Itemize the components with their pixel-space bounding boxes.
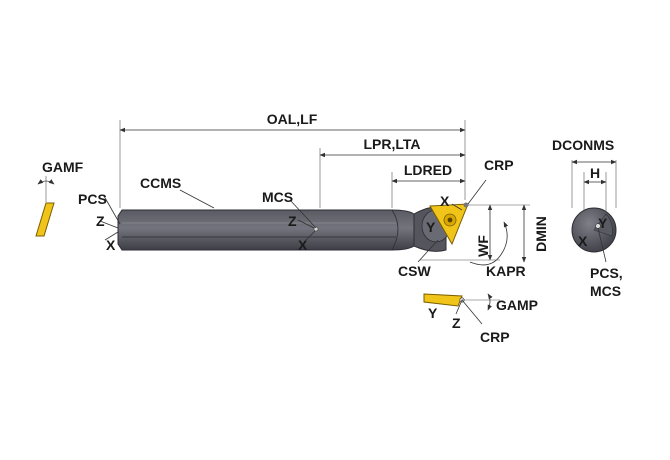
kapr-arc [469,221,509,266]
label-pcs-mcs-2: MCS [590,283,621,299]
label-ccms: CCMS [140,175,181,191]
dim-ldred [391,172,466,208]
label-y-end: Y [598,215,608,231]
label-y-insert: Y [426,219,436,235]
label-crp-top: CRP [484,157,514,173]
boring-bar [117,209,421,251]
dim-lpr [319,148,466,208]
label-h: H [590,165,600,181]
insert [429,203,469,246]
label-gamp: GAMP [496,297,538,313]
label-y-gamp: Y [428,305,438,321]
end-view [571,159,617,263]
label-gamf: GAMF [42,159,84,175]
x-insert-leader [451,203,463,211]
label-crp-bottom: CRP [480,329,510,345]
label-kapr: KAPR [486,263,526,279]
dim-oal [119,120,466,208]
label-pcs: PCS [78,191,107,207]
labels: OAL,LF LPR,LTA LDRED CRP GAMF PCS CCMS M… [42,111,623,345]
label-x-end: X [578,233,588,249]
label-csw: CSW [398,263,431,279]
label-ldred: LDRED [404,162,452,178]
label-wf: WF [475,235,491,257]
label-x-mid: X [298,237,308,253]
gamf-view [35,176,55,237]
label-x-insert: X [440,193,450,209]
ccms-leader [179,189,215,209]
dim-wf [420,204,530,261]
label-z-mid: Z [288,213,297,229]
label-pcs-mcs-1: PCS, [590,265,623,281]
label-dconms: DCONMS [552,137,614,153]
label-dmin: DMIN [533,216,549,252]
csw-leader [417,239,439,263]
label-oal-lf: OAL,LF [267,111,318,127]
crp-point [463,202,469,208]
label-x-left: X [106,237,116,253]
label-lpr-lta: LPR,LTA [363,136,420,152]
label-z-gamp: Z [452,315,461,331]
mcs-axes [289,199,319,241]
label-mcs: MCS [262,189,293,205]
crp-top-leader [467,179,487,205]
label-z-left: Z [96,213,105,229]
gamp-view [423,293,500,325]
pcs-axes [99,195,121,241]
